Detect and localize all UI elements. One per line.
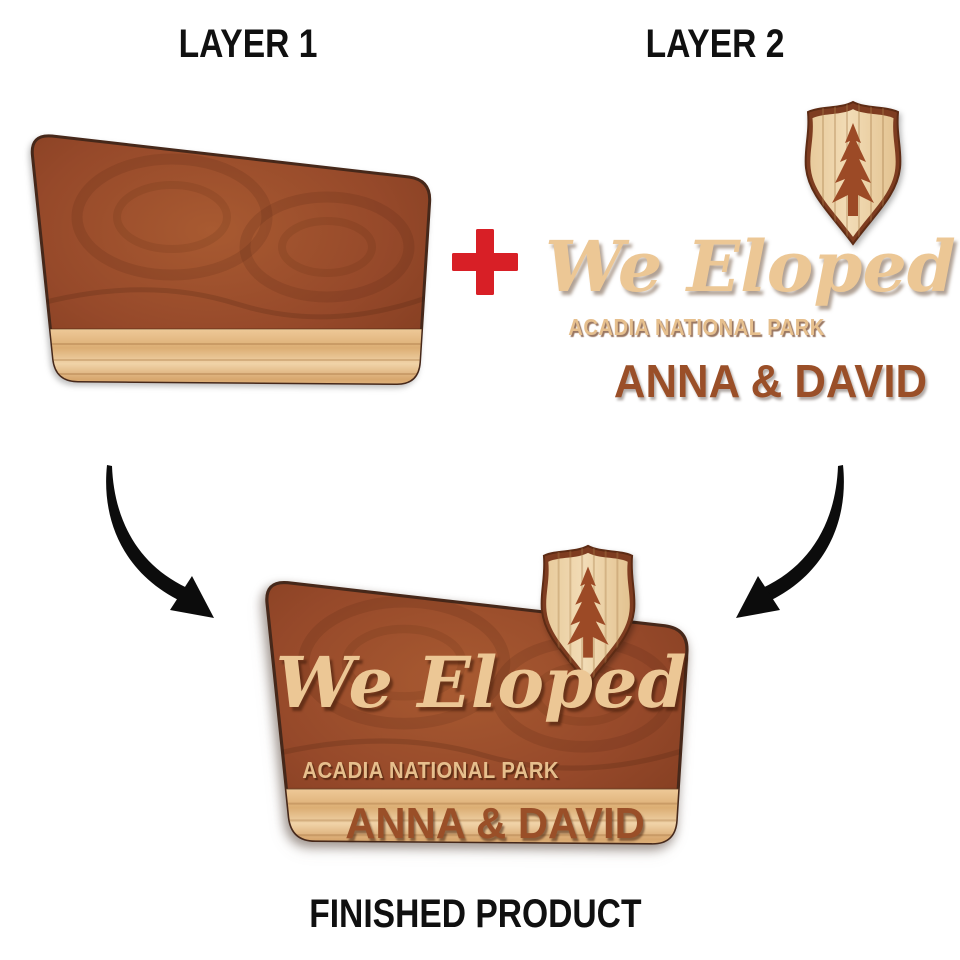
layer2-couple-names: ANNA & DAVID bbox=[613, 355, 928, 407]
layer2-heading: LAYER 2 bbox=[645, 22, 785, 66]
curved-arrow-left-icon bbox=[106, 465, 214, 618]
layer2-script-title: We Eloped bbox=[545, 225, 956, 308]
forest-shield-badge-icon bbox=[804, 100, 902, 246]
wood-board-icon bbox=[30, 134, 432, 386]
pine-tree-icon bbox=[567, 566, 609, 658]
finished-product-heading: FINISHED PRODUCT bbox=[309, 892, 642, 936]
curved-arrow-right-icon bbox=[736, 465, 844, 618]
finished-park-name: ACADIA NATIONAL PARK bbox=[302, 757, 559, 783]
layer1-wood-board bbox=[22, 122, 442, 392]
finished-shield-badge bbox=[524, 542, 652, 689]
forest-shield-badge-icon bbox=[540, 544, 636, 687]
layer2-shield-badge bbox=[788, 96, 918, 250]
finished-script-title: We Eloped bbox=[275, 641, 687, 724]
pine-tree-icon bbox=[832, 123, 874, 216]
layer2-park-name: ACADIA NATIONAL PARK bbox=[568, 314, 825, 340]
plus-icon bbox=[452, 229, 518, 295]
layer1-heading: LAYER 1 bbox=[178, 22, 318, 66]
finished-couple-names: ANNA & DAVID bbox=[345, 799, 645, 848]
